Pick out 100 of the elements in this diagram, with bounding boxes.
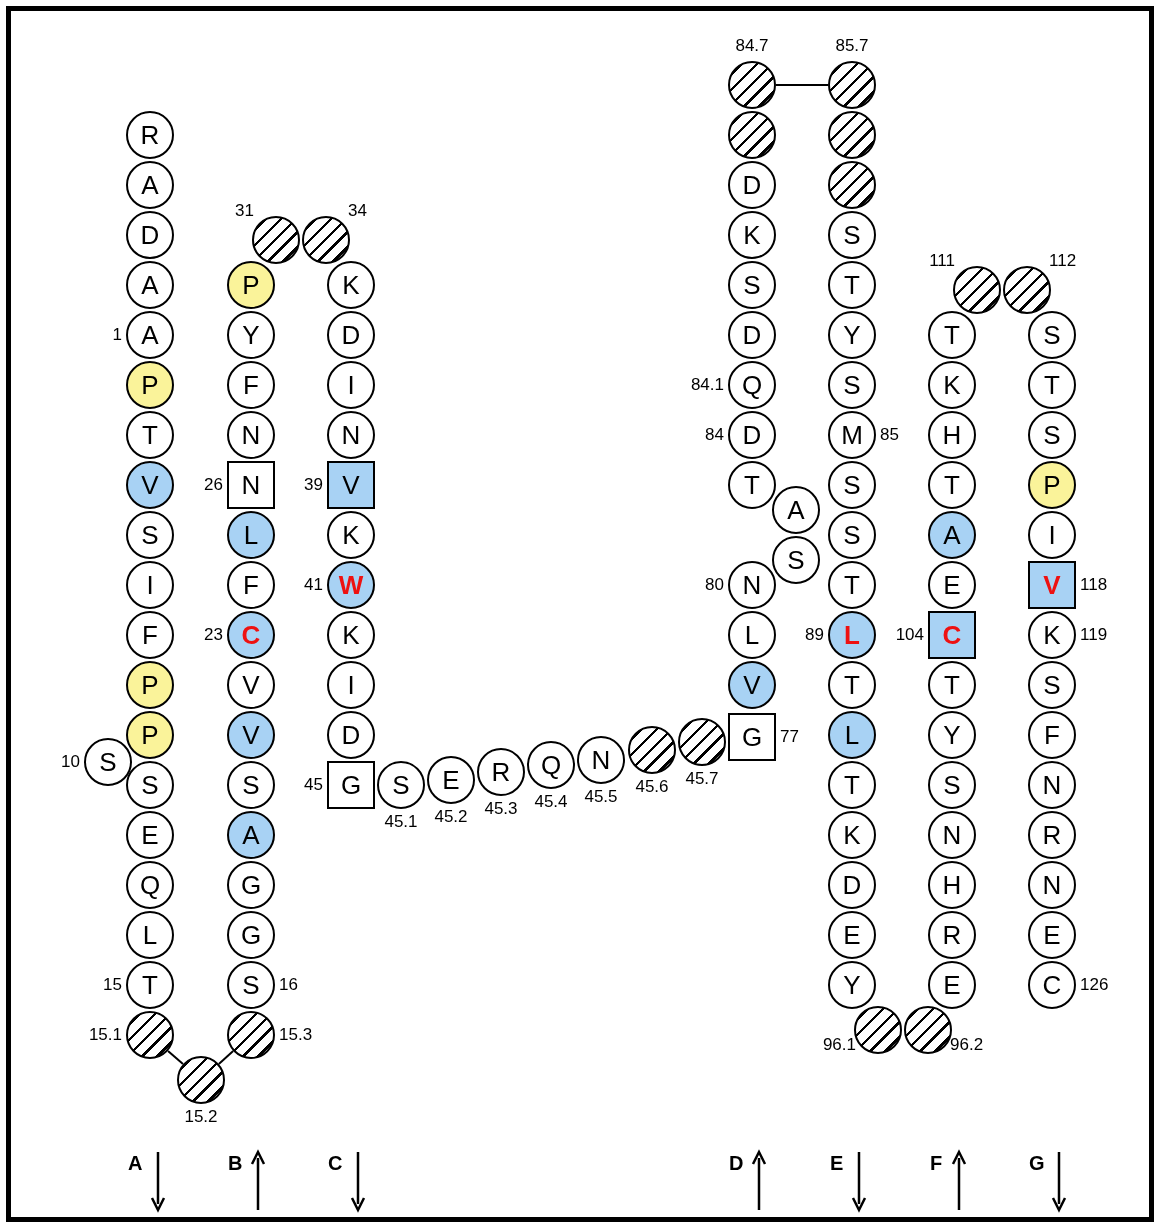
- residue-letter: D: [742, 422, 762, 448]
- position-number: 45.4: [533, 791, 569, 813]
- residue-letter: K: [943, 372, 961, 398]
- residue-letter: I: [347, 672, 355, 698]
- residue-square: [1028, 561, 1076, 609]
- position-number: 45.1: [383, 811, 419, 833]
- residue-letter: D: [341, 722, 361, 748]
- position-number: 1: [112, 324, 122, 346]
- residue-letter: L: [142, 922, 158, 948]
- residue-letter: S: [743, 272, 761, 298]
- residue-letter: K: [342, 522, 360, 548]
- position-number: 16: [279, 974, 298, 996]
- residue-letter: L: [844, 622, 860, 648]
- residue-letter: F: [1044, 722, 1060, 748]
- residue-letter: D: [341, 322, 361, 348]
- residue-letter: T: [944, 672, 960, 698]
- residue-letter: S: [392, 772, 410, 798]
- residue-letter: K: [342, 622, 360, 648]
- residue-letter: N: [241, 422, 261, 448]
- residue-square: [227, 461, 275, 509]
- residue-letter: D: [742, 172, 762, 198]
- residue-letter: A: [943, 522, 961, 548]
- residue-letter: T: [844, 572, 860, 598]
- residue-letter: Y: [843, 322, 861, 348]
- residue-letter: V: [1043, 572, 1061, 598]
- position-number: 84.1: [690, 374, 724, 396]
- position-number: 23: [204, 624, 223, 646]
- position-number: 126: [1080, 974, 1109, 996]
- residue-letter: T: [744, 472, 760, 498]
- strand-letter: D: [729, 1153, 744, 1173]
- residue-letter: Q: [139, 872, 161, 898]
- residue-letter: R: [942, 922, 962, 948]
- position-number: 15: [103, 974, 122, 996]
- residue-letter: L: [844, 722, 860, 748]
- residue-letter: F: [243, 572, 259, 598]
- residue-letter: F: [243, 372, 259, 398]
- position-number: 26: [204, 474, 223, 496]
- residue-letter: A: [787, 497, 805, 523]
- residue-letter: N: [742, 572, 762, 598]
- residue-letter: N: [1042, 772, 1062, 798]
- position-number: 77: [780, 726, 799, 748]
- residue-letter: S: [242, 772, 260, 798]
- residue-letter: R: [491, 759, 511, 785]
- position-number: 89: [805, 624, 824, 646]
- residue-letter: N: [591, 747, 611, 773]
- residue-letter: T: [944, 472, 960, 498]
- residue-letter: T: [142, 972, 158, 998]
- residue-letter: V: [242, 722, 260, 748]
- residue-letter: G: [240, 872, 262, 898]
- residue-letter: I: [1048, 522, 1056, 548]
- connector-line: [217, 1050, 235, 1065]
- residue-letter: D: [742, 322, 762, 348]
- residue-letter: T: [844, 772, 860, 798]
- residue-letter: T: [1044, 372, 1060, 398]
- residue-letter: K: [342, 272, 360, 298]
- residue-letter: C: [241, 622, 261, 648]
- position-number: 45.5: [583, 786, 619, 808]
- position-number: 96.1: [822, 1034, 856, 1056]
- residue-letter: E: [1043, 922, 1061, 948]
- residue-letter: E: [943, 572, 961, 598]
- position-number: 118: [1080, 574, 1108, 596]
- residue-letter: S: [141, 772, 159, 798]
- residue-letter: S: [843, 472, 861, 498]
- residue-letter: Y: [843, 972, 861, 998]
- position-number: 45.3: [483, 798, 519, 820]
- strand-letter: G: [1029, 1153, 1045, 1173]
- residue-letter: D: [140, 222, 160, 248]
- residue-letter: Q: [741, 372, 763, 398]
- residue-letter: C: [942, 622, 962, 648]
- residue-letter: P: [1043, 472, 1061, 498]
- residue-letter: V: [141, 472, 159, 498]
- position-number: 111: [929, 250, 955, 272]
- residue-square: [728, 713, 776, 761]
- residue-letter: S: [943, 772, 961, 798]
- residue-letter: S: [141, 522, 159, 548]
- residue-square: [327, 761, 375, 809]
- position-number: 119: [1080, 624, 1108, 646]
- residue-letter: N: [341, 422, 361, 448]
- residue-letter: R: [1042, 822, 1062, 848]
- position-number: 45.6: [634, 776, 670, 798]
- residue-letter: E: [943, 972, 961, 998]
- residue-letter: I: [347, 372, 355, 398]
- residue-letter: S: [787, 547, 805, 573]
- strand-letter: E: [830, 1153, 844, 1173]
- residue-letter: A: [141, 322, 159, 348]
- strand-letter: C: [328, 1153, 343, 1173]
- position-number: 85.7: [834, 35, 870, 57]
- position-number: 45.7: [684, 768, 720, 790]
- residue-letter: L: [243, 522, 259, 548]
- residue-letter: K: [743, 222, 761, 248]
- strand-letter: F: [930, 1153, 943, 1173]
- residue-letter: T: [844, 272, 860, 298]
- residue-letter: S: [1043, 422, 1061, 448]
- residue-letter: R: [140, 122, 160, 148]
- position-number: 10: [61, 751, 80, 773]
- residue-letter: G: [240, 922, 262, 948]
- residue-letter: S: [1043, 322, 1061, 348]
- residue-letter: A: [242, 822, 260, 848]
- residue-letter: D: [842, 872, 862, 898]
- position-number: 45: [304, 774, 323, 796]
